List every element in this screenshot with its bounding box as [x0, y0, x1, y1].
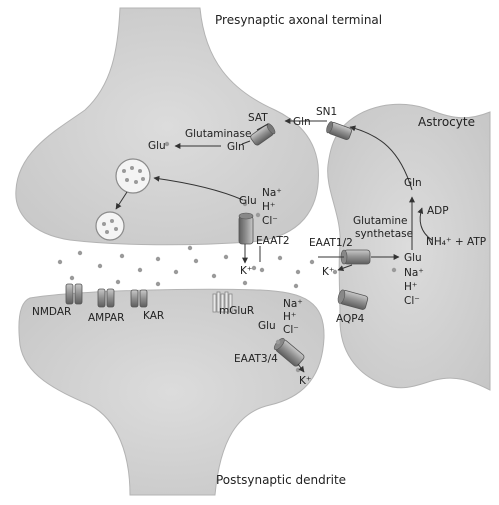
adp-label: ADP [427, 205, 449, 217]
eaat12-label: EAAT1/2 [309, 237, 353, 249]
ampar-label: AMPAR [88, 312, 124, 324]
cleft-glutamate-dots [57, 245, 315, 289]
h-eaat2-label: H⁺ [262, 201, 275, 213]
astrocyte-label: Astrocyte [418, 115, 475, 129]
gln-astro-label: Gln [404, 177, 422, 189]
cl-eaat12-label: Cl⁻ [404, 295, 420, 307]
mglur-label: mGluR [219, 305, 254, 317]
h-eaat34-label: H⁺ [283, 311, 296, 323]
na-eaat34-label: Na⁺ [283, 298, 303, 310]
kar-receptor [130, 289, 148, 308]
cl-eaat2-label: Cl⁻ [262, 215, 278, 227]
k-eaat2-label: K⁺ [240, 265, 252, 277]
glu-eaat2-label: Glu [239, 195, 257, 207]
astrocyte-cell [327, 103, 491, 391]
na-eaat2-label: Na⁺ [262, 187, 282, 199]
eaat34-label: EAAT3/4 [234, 353, 278, 365]
aqp4-label: AQP4 [336, 313, 365, 325]
aqp4-channel [337, 289, 369, 310]
glutamine-synthetase-label-2: synthetase [355, 228, 413, 240]
sn1-label: SN1 [316, 106, 337, 118]
k-eaat12-label: K⁺ [322, 266, 334, 278]
nmdar-label: NMDAR [32, 306, 71, 318]
ampar-receptor [97, 288, 115, 308]
fusing-vesicle [95, 211, 125, 241]
flow-arrows [153, 118, 433, 373]
presynaptic-terminal [15, 7, 319, 246]
eaat12-transporter [340, 249, 371, 265]
eaat2-label: EAAT2 [256, 235, 290, 247]
presynaptic-label: Presynaptic axonal terminal [215, 13, 382, 27]
nmdar-receptor [65, 283, 83, 305]
sat-label: SAT [248, 112, 268, 124]
gln-sn1-label: Gln [293, 116, 311, 128]
cl-eaat34-label: Cl⁻ [283, 324, 299, 336]
fusing-vesicle-dots [102, 219, 118, 234]
sn1-transporter [326, 121, 352, 140]
vesicle-glutamate-dots [122, 166, 145, 184]
sat-transporter [250, 123, 276, 146]
glutaminase-label: Glutaminase [185, 128, 251, 140]
glu-eaat34-label: Glu [258, 320, 276, 332]
glu-glutaminase-label: Glu [148, 140, 166, 152]
k-eaat34-label: K⁺ [299, 375, 311, 387]
h-eaat12-label: H⁺ [404, 281, 417, 293]
postsynaptic-label: Postsynaptic dendrite [216, 473, 346, 487]
mglur-receptor [212, 291, 233, 313]
gln-sat-label: Gln [227, 141, 245, 153]
postsynaptic-dendrite [18, 288, 325, 496]
eaat2-transporter [238, 212, 254, 245]
synaptic-vesicle [115, 158, 151, 194]
kar-label: KAR [143, 310, 164, 322]
glutamine-synthetase-label-1: Glutamine [353, 215, 408, 227]
na-eaat12-label: Na⁺ [404, 267, 424, 279]
glu-eaat12-label: Glu [404, 252, 422, 264]
vesicle-release-arrow [115, 191, 128, 210]
nh4-atp-label: NH₄⁺ + ATP [426, 236, 486, 248]
